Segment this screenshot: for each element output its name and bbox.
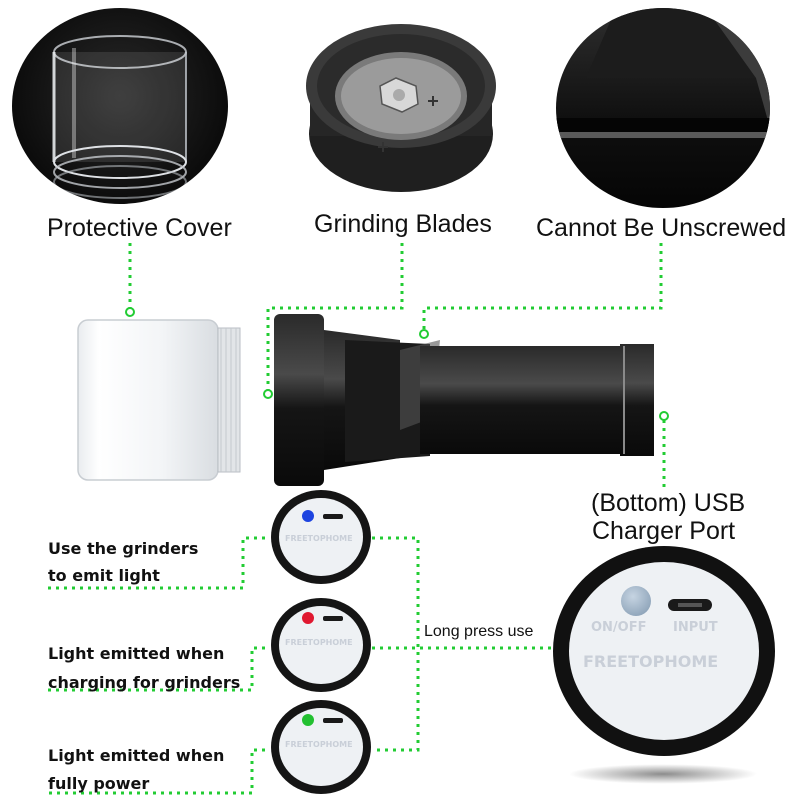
indicator-blue-label-line1: Use the grinders [48, 539, 199, 558]
indicator-blue-label-line2: to emit light [48, 566, 160, 585]
usb-closeup-shadow [568, 764, 758, 784]
indicator-green: FREETOPHOME [271, 700, 371, 794]
indicator-panel [279, 498, 363, 576]
indicator-red-label-line2: charging for grinders [48, 673, 241, 692]
usb-port-caption-line1: (Bottom) USB [591, 489, 746, 517]
brand-embossed-label: FREETOPHOME [583, 652, 719, 671]
grinding-blades-detail [298, 4, 504, 200]
grinder-head-part [274, 314, 440, 486]
onoff-embossed-label: ON/OFF [591, 620, 647, 635]
led-dot-red [302, 612, 314, 624]
indicator-brand-label: FREETOPHOME [285, 740, 353, 749]
transparent-cylinder-image [52, 35, 187, 199]
usb-c-port-icon [668, 599, 712, 611]
led-dot-blue [302, 510, 314, 522]
cannot-unscrew-caption: Cannot Be Unscrewed [536, 214, 787, 242]
blade-head-image [306, 24, 496, 192]
indicator-green-label-line2: fully power [48, 774, 150, 793]
indicator-red-label-line1: Light emitted when [48, 644, 225, 663]
protective-cover-detail [12, 8, 228, 204]
port-slot-icon [323, 616, 343, 621]
grinder-device [77, 314, 654, 486]
indicator-blue: FREETOPHOME [271, 490, 371, 584]
indicator-green-label-line1: Light emitted when [48, 746, 225, 765]
grinder-body-part [420, 344, 654, 456]
usb-port-panel [569, 562, 759, 740]
input-embossed-label: INPUT [673, 620, 718, 635]
led-dot-green [302, 714, 314, 726]
indicator-panel [279, 606, 363, 684]
usb-port-caption-line2: Charger Port [592, 517, 736, 545]
protective-cover-part [77, 319, 241, 481]
power-button[interactable] [621, 586, 651, 616]
indicator-red: FREETOPHOME [271, 598, 371, 692]
protective-cover-caption: Protective Cover [47, 214, 232, 242]
grinding-blades-caption: Grinding Blades [314, 210, 492, 238]
indicator-brand-label: FREETOPHOME [285, 638, 353, 647]
port-slot-icon [323, 718, 343, 723]
port-slot-icon [323, 514, 343, 519]
indicator-panel [279, 708, 363, 786]
indicator-brand-label: FREETOPHOME [285, 534, 353, 543]
long-press-label: Long press use [424, 623, 534, 640]
usb-port-closeup: ON/OFF INPUT FREETOPHOME [553, 546, 775, 756]
